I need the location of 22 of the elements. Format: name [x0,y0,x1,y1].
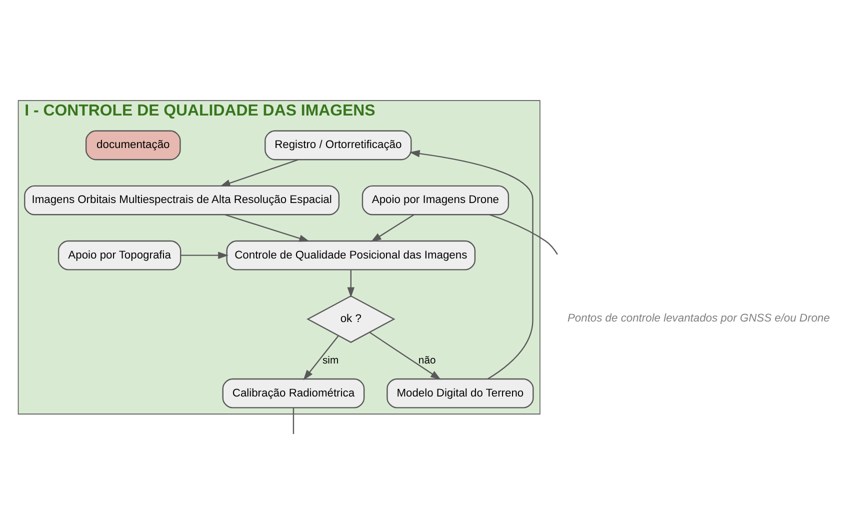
node-box: Apoio por Topografia [58,240,182,270]
arrow [220,159,298,187]
node-box: Modelo Digital do Terreno [386,378,534,408]
arrow [180,252,228,259]
node-box: Registro / Ortorretificação [264,130,412,160]
node-box: Controle de Qualidade Posicional das Imagens [226,240,476,270]
arrow [369,332,441,380]
node-box: Calibração Radiométrica [222,378,365,408]
edge-label: sim [322,355,339,366]
edge-label: não [418,355,436,366]
connector [292,408,294,434]
arrow [370,214,414,242]
node-box: Apoio por Imagens Drone [362,185,510,216]
arrow [409,150,534,380]
label: Pontos de controle levantados por GNSS e/ou Drone [567,312,830,324]
node-diamond: ok ? [306,295,396,343]
node-box: Imagens Orbitais Multiespectrais de Alta Resolução Espacial [24,185,340,216]
node-box: documentação [85,130,181,160]
arrow [303,335,339,380]
arrow [224,214,310,242]
arrow [347,270,355,298]
connector [489,214,558,255]
